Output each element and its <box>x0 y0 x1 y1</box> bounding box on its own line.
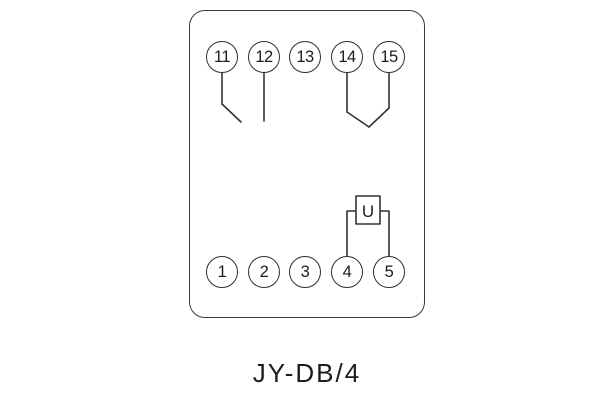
terminal-3: 3 <box>289 256 321 288</box>
terminal-2: 2 <box>248 256 280 288</box>
u-element-symbol: U <box>346 195 390 257</box>
flag-contact-symbol-14-15 <box>346 72 390 128</box>
model-label: JY-DB/4 <box>252 358 362 388</box>
no-contact-symbol-11-12 <box>221 72 265 123</box>
terminal-5: 5 <box>373 256 405 288</box>
terminal-4: 4 <box>331 256 363 288</box>
terminal-11: 11 <box>206 41 238 73</box>
terminal-1: 1 <box>206 256 238 288</box>
terminal-14: 14 <box>331 41 363 73</box>
terminal-13: 13 <box>289 41 321 73</box>
terminal-12: 12 <box>248 41 280 73</box>
u-box <box>355 195 381 225</box>
u-label: U <box>362 202 374 221</box>
terminal-15: 15 <box>373 41 405 73</box>
